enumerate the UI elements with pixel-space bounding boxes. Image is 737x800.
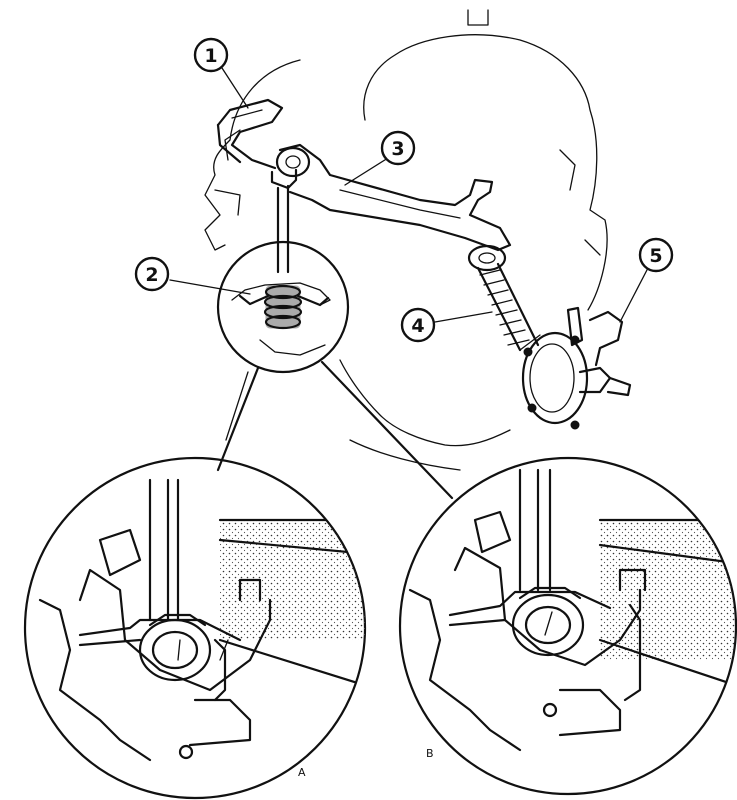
projection-line-b — [320, 360, 454, 500]
callout-3: 3 — [380, 130, 416, 166]
panel-label-b: B — [426, 747, 434, 760]
spring-4 — [467, 244, 540, 352]
spring-2-coils — [263, 284, 303, 330]
callout-1: 1 — [193, 37, 229, 73]
link-rod-3 — [278, 143, 512, 252]
housing-outline — [204, 9, 608, 471]
detail-circle-2 — [216, 240, 350, 374]
callout-5: 5 — [638, 237, 674, 273]
callout-2: 2 — [134, 256, 170, 292]
projection-line-a-inner — [225, 371, 249, 441]
detail-panel-a — [23, 456, 367, 800]
callout-leaders — [169, 67, 649, 323]
push-rod — [276, 184, 290, 274]
svg-text:4: 4 — [411, 315, 424, 337]
lever-1 — [216, 98, 284, 170]
housing-ribs — [214, 129, 601, 256]
panel-label-a: A — [298, 766, 306, 779]
pivot-bolt — [270, 146, 311, 190]
svg-text:5: 5 — [649, 245, 662, 267]
projection-line-a — [216, 366, 260, 472]
callout-4: 4 — [400, 307, 436, 343]
selector-housing-5 — [519, 306, 632, 430]
svg-text:3: 3 — [391, 138, 404, 160]
detail-panel-b — [398, 456, 737, 796]
svg-text:2: 2 — [145, 264, 158, 286]
svg-text:1: 1 — [204, 45, 217, 67]
